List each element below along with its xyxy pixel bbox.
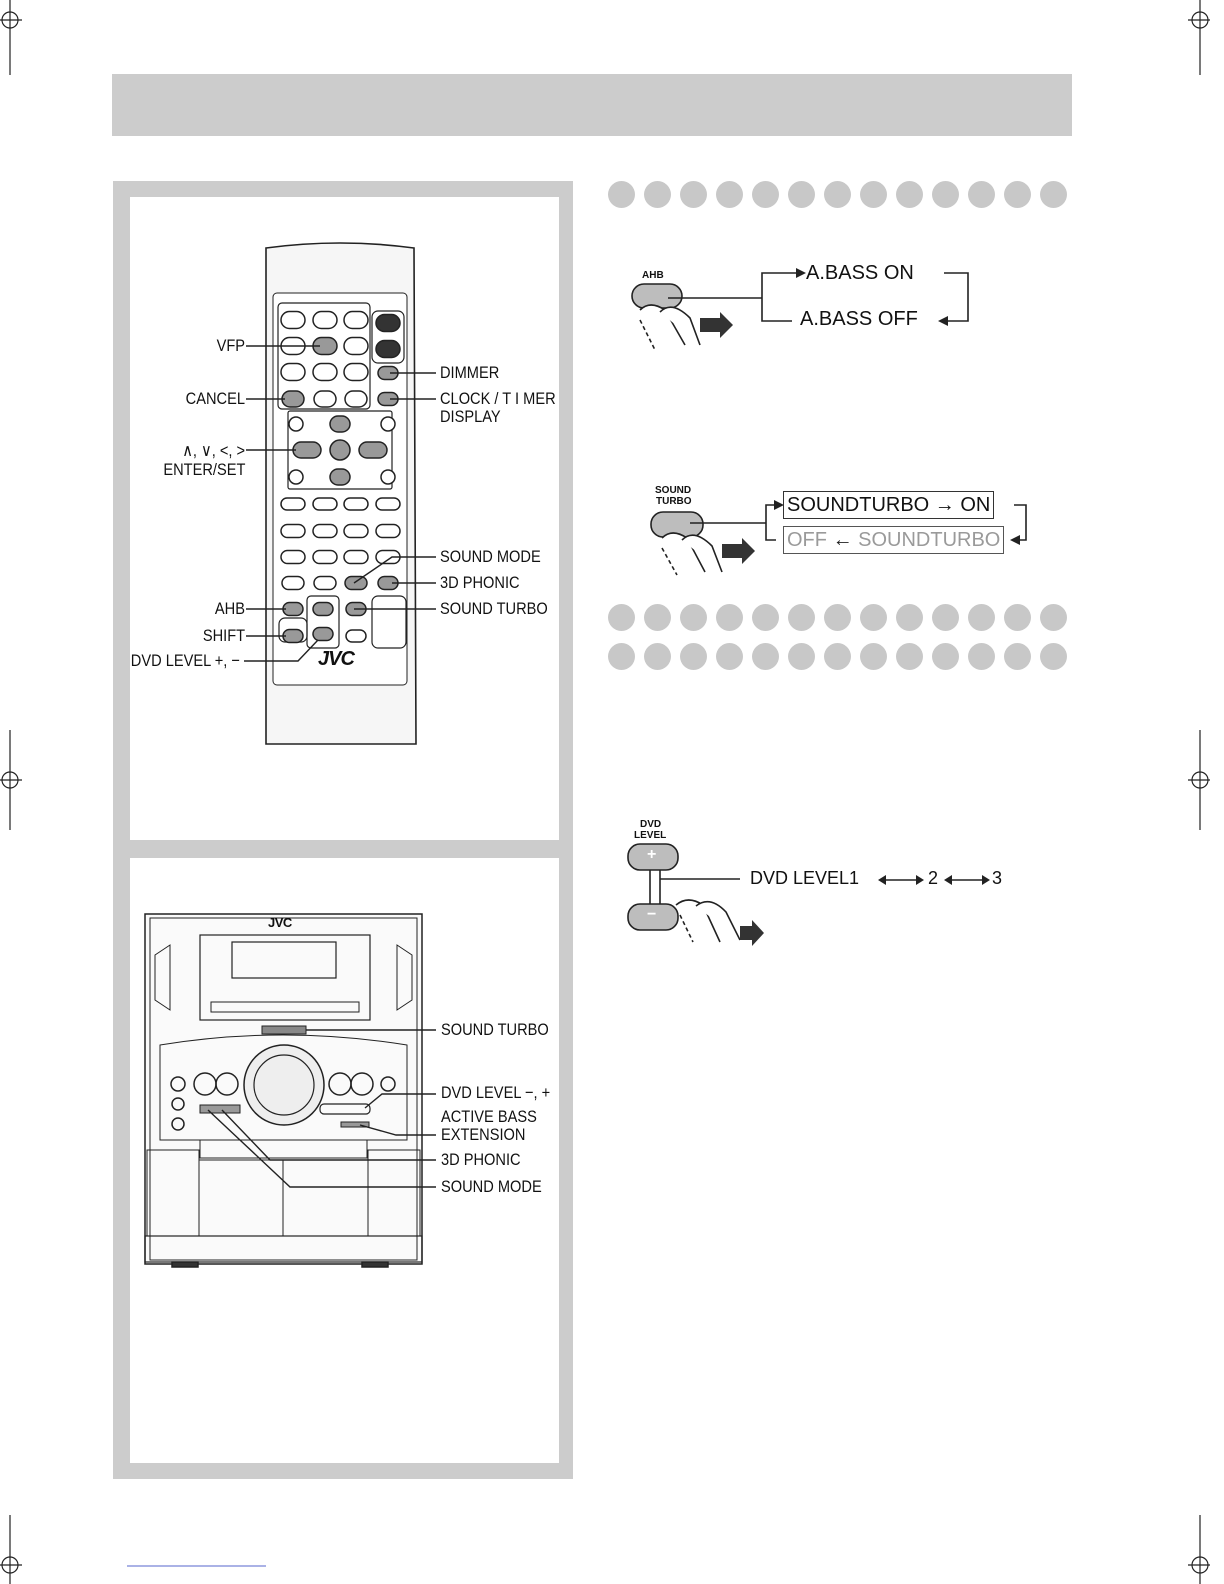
dvd-button-label-2: LEVEL bbox=[634, 831, 666, 841]
dvd-button-label-1: DVD bbox=[640, 820, 661, 830]
dvd-sequence-2: 2 bbox=[928, 868, 938, 889]
dvd-sequence-1: DVD LEVEL1 bbox=[750, 868, 859, 889]
dvd-sequence-3: 3 bbox=[992, 868, 1002, 889]
dvd-plus-symbol: + bbox=[647, 846, 656, 864]
dvd-minus-symbol: − bbox=[647, 906, 656, 924]
